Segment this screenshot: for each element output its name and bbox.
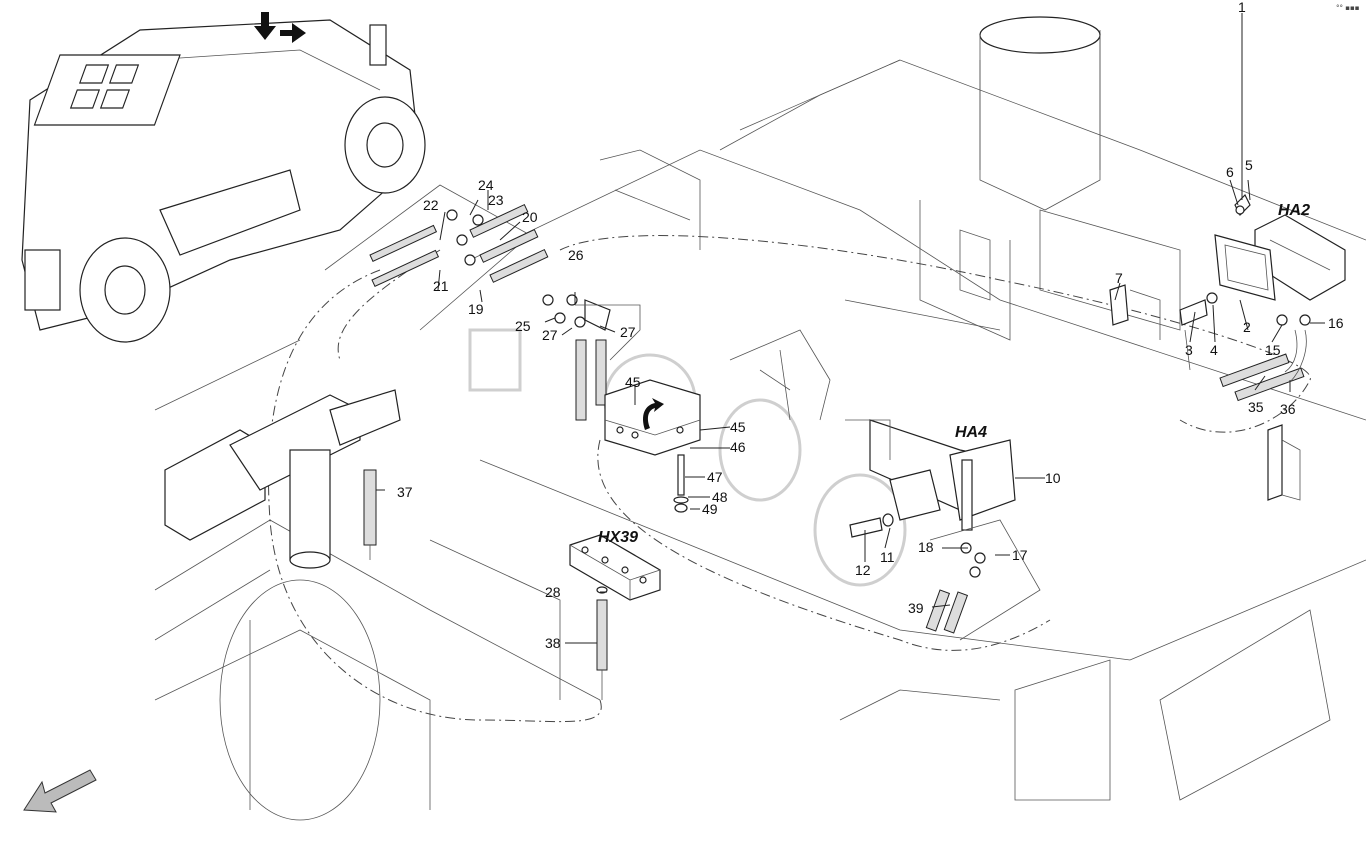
clamp-assembly bbox=[604, 379, 701, 513]
callout-22: 22 bbox=[423, 197, 439, 213]
callout-27: 27 bbox=[620, 324, 636, 340]
machine-frame bbox=[154, 16, 1366, 821]
callout-21: 21 bbox=[433, 278, 449, 294]
callout-20: 20 bbox=[522, 209, 538, 225]
callout-24: 24 bbox=[478, 177, 494, 193]
hose-bundle-39 bbox=[925, 519, 1041, 641]
hose-route bbox=[337, 249, 441, 361]
ha4-valve-assembly bbox=[779, 349, 1016, 531]
callout-1: 1 bbox=[1238, 0, 1246, 15]
callout-26: 26 bbox=[568, 247, 584, 263]
corner-mark: °° ▪▪▪ bbox=[1336, 4, 1360, 12]
callout-15: 15 bbox=[1265, 342, 1281, 358]
location-down-arrow-icon bbox=[254, 12, 276, 40]
callout-19: 19 bbox=[468, 301, 484, 317]
callout-23: 23 bbox=[488, 192, 504, 208]
callout-4: 4 bbox=[1210, 342, 1218, 358]
callout-28: 28 bbox=[545, 584, 561, 600]
watermark bbox=[468, 328, 907, 587]
hose-bundle-upper bbox=[324, 184, 641, 421]
callout-49: 49 bbox=[702, 501, 718, 517]
callout-12: 12 bbox=[855, 562, 871, 578]
rotate-arrow-icon bbox=[643, 398, 664, 430]
hose-route bbox=[268, 269, 602, 723]
callout-7: 7 bbox=[1115, 270, 1123, 286]
left-valve-assembly bbox=[164, 389, 401, 569]
callout-2: 2 bbox=[1243, 319, 1251, 335]
callout-38: 38 bbox=[545, 635, 561, 651]
callout-10: 10 bbox=[1045, 470, 1061, 486]
location-right-arrow-icon bbox=[280, 23, 306, 43]
callout-46: 46 bbox=[730, 439, 746, 455]
ha2-valve-assembly bbox=[1109, 193, 1346, 501]
callout-17: 17 bbox=[1012, 547, 1028, 563]
callout-3: 3 bbox=[1185, 342, 1193, 358]
callout-37: 37 bbox=[397, 484, 413, 500]
callout-36: 36 bbox=[1280, 401, 1296, 417]
leader-lines bbox=[376, 13, 1325, 644]
group-label-ha4: HA4 bbox=[955, 424, 987, 441]
callout-47: 47 bbox=[707, 469, 723, 485]
view-direction-arrow-icon bbox=[23, 769, 97, 813]
callout-27: 27 bbox=[542, 327, 558, 343]
callout-45: 45 bbox=[625, 374, 641, 390]
callout-39: 39 bbox=[908, 600, 924, 616]
callout-18: 18 bbox=[918, 539, 934, 555]
group-label-hx39: HX39 bbox=[598, 529, 638, 546]
hose-route bbox=[597, 439, 1051, 651]
callout-45: 45 bbox=[730, 419, 746, 435]
callout-25: 25 bbox=[515, 318, 531, 334]
group-label-ha2: HA2 bbox=[1278, 202, 1310, 219]
hx39-manifold bbox=[569, 534, 661, 700]
hose-route bbox=[559, 235, 1311, 433]
callout-11: 11 bbox=[880, 549, 895, 565]
callout-6: 6 bbox=[1226, 164, 1234, 180]
machine-overview-inset bbox=[21, 19, 426, 343]
callout-48: 48 bbox=[712, 489, 728, 505]
callout-16: 16 bbox=[1328, 315, 1344, 331]
callout-35: 35 bbox=[1248, 399, 1264, 415]
callout-5: 5 bbox=[1245, 157, 1253, 173]
bolt-washer-11-12 bbox=[849, 513, 894, 538]
